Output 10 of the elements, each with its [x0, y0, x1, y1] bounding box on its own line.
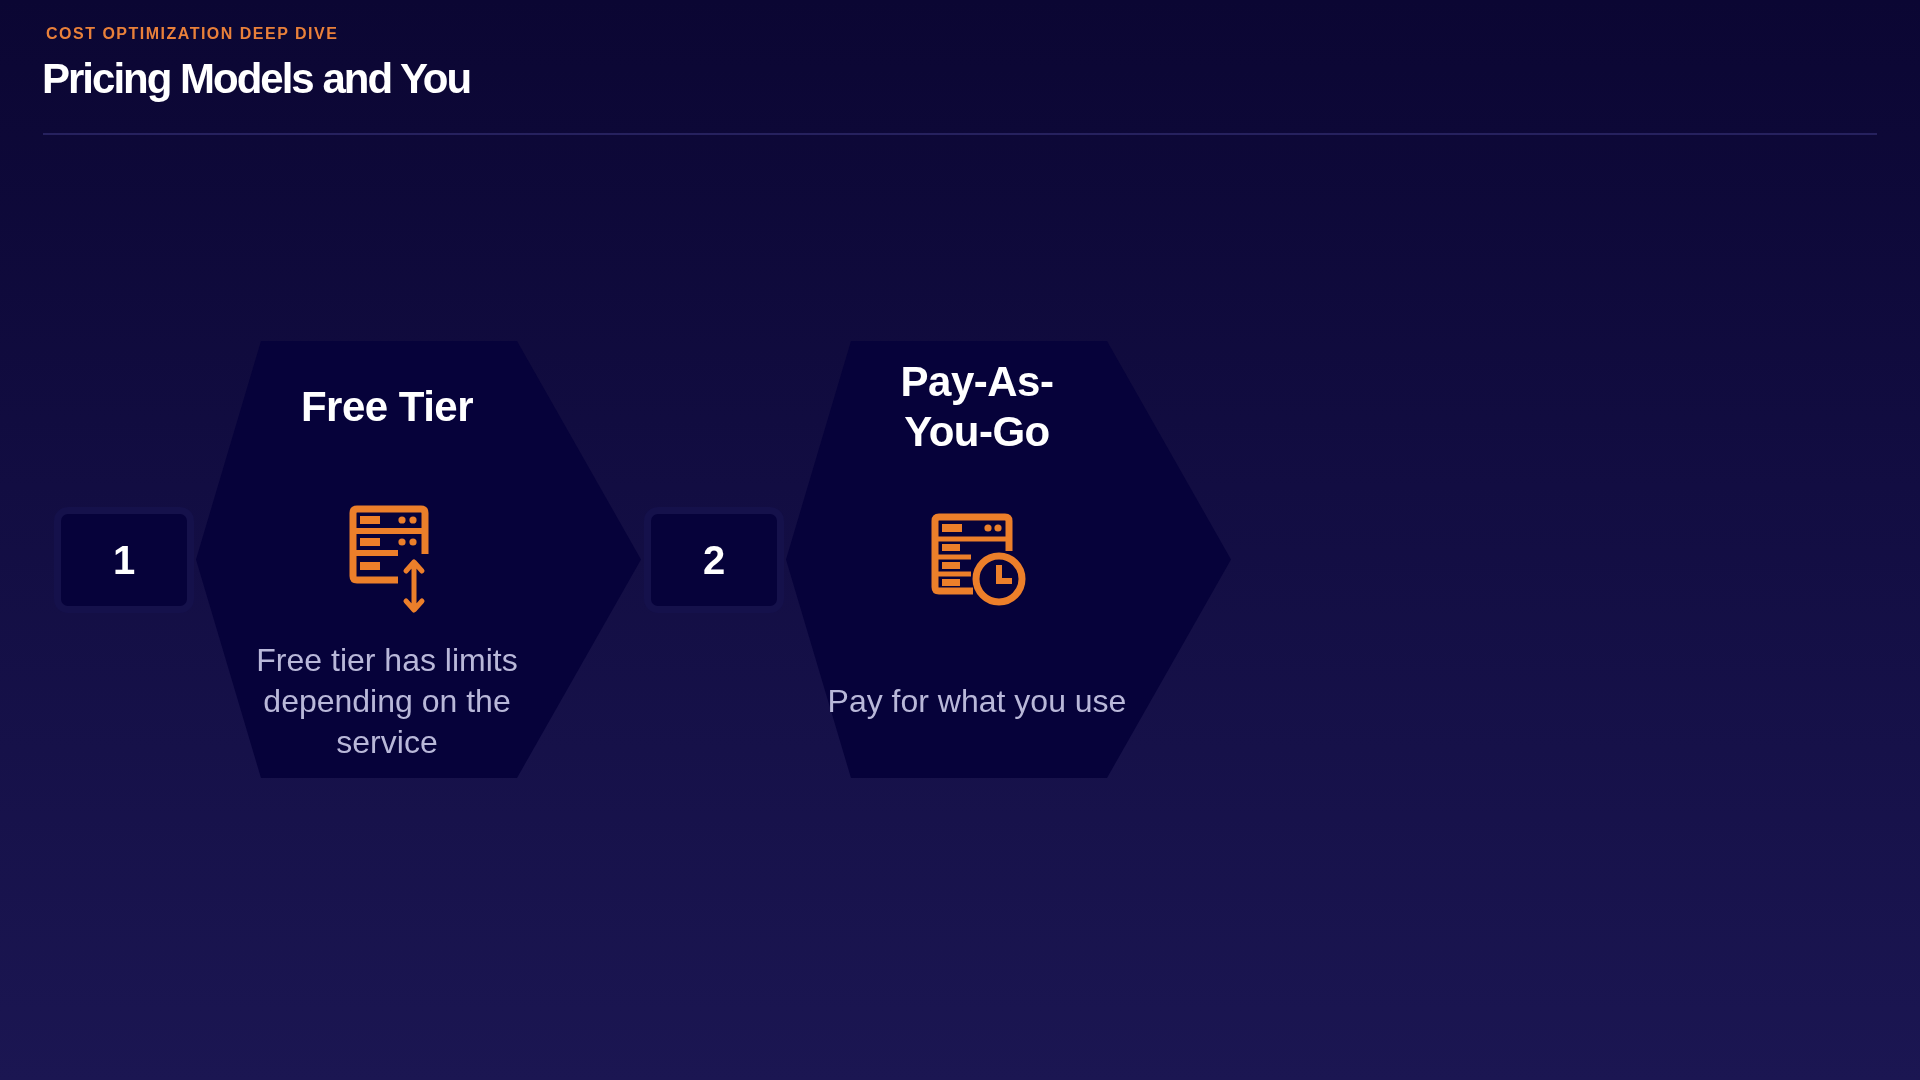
slide-title: Pricing Models and You — [42, 56, 471, 103]
section-kicker: COST OPTIMIZATION DEEP DIVE — [46, 25, 339, 43]
hexagon-panel — [786, 341, 1231, 778]
step-number: 1 — [54, 507, 194, 613]
hexagon-panel — [196, 341, 641, 778]
step-number: 2 — [644, 507, 784, 613]
card-title: Pay-As-You-Go — [900, 358, 1054, 455]
card-description: Pay for what you use — [827, 682, 1127, 719]
card-title: Free Tier — [300, 383, 474, 430]
card-description: Free tier has limits depending on the service — [256, 641, 518, 760]
